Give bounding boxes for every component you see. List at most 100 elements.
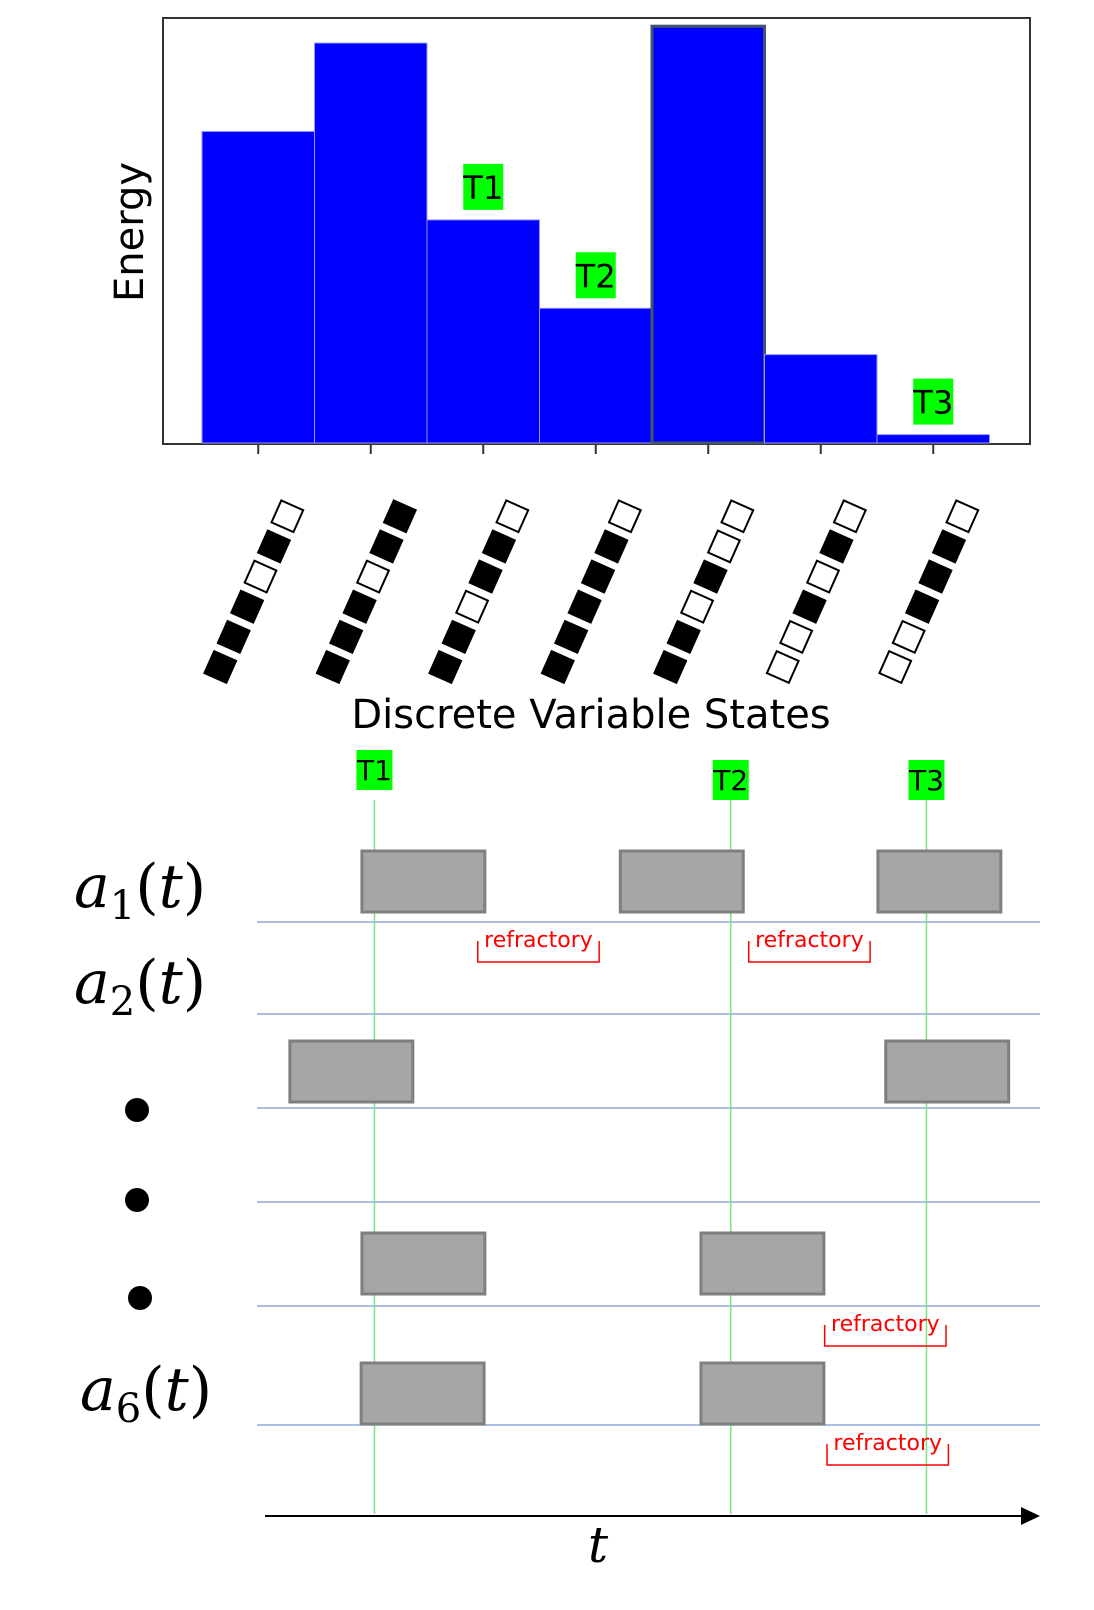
activity-block: [360, 1231, 487, 1296]
activity-block: [360, 849, 487, 914]
state-square-empty: [706, 529, 742, 564]
marker-badge: [908, 760, 945, 800]
state-square-filled: [653, 649, 688, 685]
state-square-empty: [270, 499, 305, 534]
row-label-subscript: 6: [116, 1386, 141, 1432]
bar-6: [764, 354, 878, 444]
row-label-a2: a2(t): [74, 948, 206, 1025]
row-label-a6: a6(t): [80, 1355, 212, 1432]
state-square-empty: [945, 499, 980, 534]
y-axis-label: Energy: [107, 162, 153, 302]
marker-t1: T1: [356, 750, 393, 790]
marker-label: T1: [356, 754, 392, 787]
annotation-badge: [463, 163, 504, 210]
refractory-label: refractory: [833, 1431, 942, 1456]
activity-block: [884, 1039, 1011, 1104]
bar-1: [201, 130, 315, 444]
state-square-filled: [904, 589, 940, 624]
marker-label: T2: [712, 764, 748, 797]
row-label-variable: t: [165, 1355, 190, 1425]
marker-badge: [712, 760, 749, 800]
state-square-filled: [382, 499, 418, 534]
activity-block: [699, 1231, 826, 1296]
state-pattern-6: [765, 499, 868, 685]
activity-block: [618, 849, 745, 914]
state-square-filled: [229, 589, 265, 624]
state-square-filled: [580, 559, 616, 594]
refractory-bracket: [477, 941, 600, 963]
state-square-empty: [878, 649, 913, 685]
refractory-period: refractory: [826, 1431, 950, 1466]
annotation-t1: T1: [462, 163, 504, 210]
row-label-paren-close: ): [183, 948, 206, 1018]
state-pattern-4: [540, 499, 643, 685]
state-square-filled: [468, 559, 503, 594]
state-square-filled: [567, 589, 602, 624]
x-axis-label: Discrete Variable States: [351, 692, 830, 738]
row-label-paren-open: (: [135, 852, 158, 922]
activity-block: [288, 1039, 415, 1104]
time-axis-arrowhead: [1021, 1507, 1040, 1525]
bar-4: [539, 307, 653, 444]
state-square-filled: [693, 559, 728, 594]
row-label-a1: a1(t): [74, 852, 206, 929]
state-pattern-7: [878, 499, 980, 685]
row-label-base: a: [80, 1355, 116, 1425]
marker-badge: [356, 750, 393, 790]
annotation-badge: [575, 252, 616, 299]
row-label-variable: t: [159, 948, 184, 1018]
state-square-filled: [428, 649, 463, 685]
annotation-t3: T3: [912, 378, 954, 425]
bar-5: [650, 24, 766, 445]
state-square-empty: [891, 619, 926, 655]
activity-block: [699, 1361, 826, 1426]
state-square-filled: [481, 529, 517, 564]
refractory-bracket: [823, 1325, 947, 1347]
state-square-empty: [243, 559, 278, 594]
state-square-empty: [805, 559, 841, 594]
marker-labels-group: T1 T2 T3: [356, 750, 945, 800]
row-label-variable: t: [159, 852, 184, 922]
state-square-empty: [607, 499, 643, 534]
bars-group: [201, 24, 990, 445]
state-square-empty: [679, 589, 715, 624]
state-square-empty: [832, 499, 868, 534]
state-square-filled: [256, 529, 292, 564]
refractory-period: refractory: [747, 928, 871, 963]
annotation-label: T3: [912, 384, 953, 422]
refractory-bracket: [747, 941, 871, 963]
activity-block: [876, 849, 1003, 914]
refractory-label: refractory: [484, 928, 593, 953]
bar-3: [426, 219, 540, 444]
row-label-paren-open: (: [141, 1355, 164, 1425]
state-square-filled: [342, 589, 377, 624]
ellipsis-dots-group: [125, 1098, 152, 1310]
row-label-argument: (t): [135, 948, 206, 1018]
state-pattern-5: [653, 499, 755, 685]
annotation-badge: [913, 378, 954, 425]
refractory-bracket: [826, 1444, 950, 1466]
state-square-filled: [792, 589, 827, 624]
ellipsis-dot: [125, 1188, 149, 1212]
state-square-empty: [779, 619, 814, 655]
state-square-empty: [355, 559, 391, 594]
refractory-label: refractory: [755, 928, 864, 953]
ellipsis-dot: [125, 1098, 149, 1122]
state-square-filled: [203, 649, 238, 685]
row-labels-group: a1(t)a2(t)a6(t): [74, 852, 212, 1432]
state-square-filled: [594, 529, 629, 564]
row-gridlines-group: [257, 921, 1040, 1426]
state-square-filled: [554, 619, 589, 655]
marker-label: T3: [908, 764, 944, 797]
state-square-filled: [540, 649, 575, 685]
row-label-paren-close: ): [189, 1355, 212, 1425]
activity-blocks-group: [288, 849, 1011, 1426]
row-label-argument: (t): [135, 852, 206, 922]
state-patterns-group: [203, 499, 980, 685]
state-square-empty: [454, 589, 490, 624]
row-label-argument: (t): [141, 1355, 212, 1425]
